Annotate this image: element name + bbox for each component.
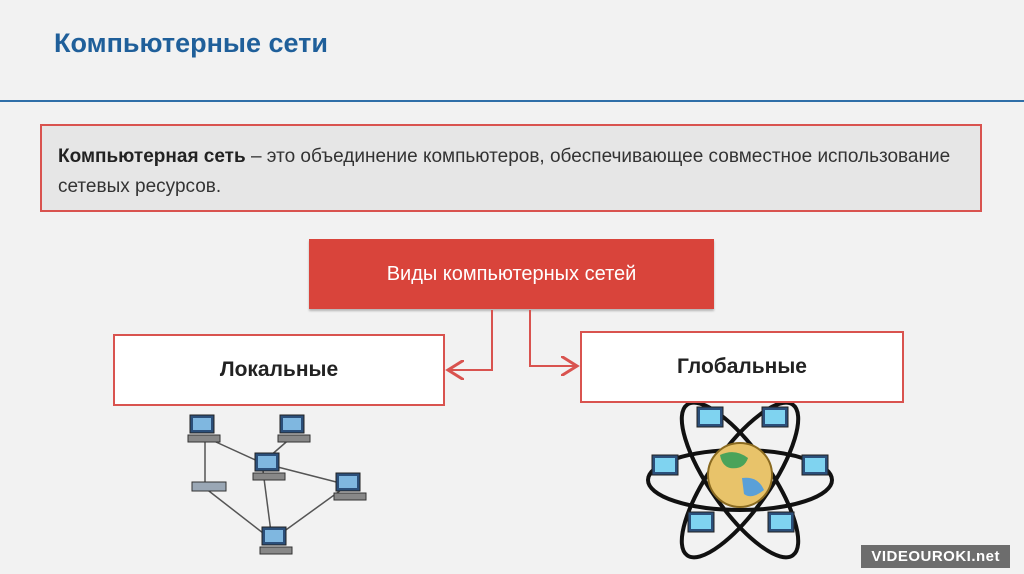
- computer-icon: [333, 472, 367, 501]
- global-networks-box: Глобальные: [580, 331, 904, 403]
- local-networks-label: Локальные: [219, 358, 339, 381]
- arrow-to-global: [529, 310, 577, 366]
- page-title: Компьютерные сети: [54, 28, 328, 58]
- computer-icon: [252, 452, 286, 481]
- computer-icon: [651, 454, 679, 476]
- computer-icon: [761, 406, 789, 428]
- videouroki-logo: VIDEOUROKI.net: [861, 545, 1010, 568]
- computer-icon: [187, 414, 221, 443]
- global-networks-label: Глобальные: [677, 355, 807, 378]
- local-networks-box: Локальные: [113, 334, 445, 406]
- computer-icon: [277, 414, 311, 443]
- hub-icon: [191, 481, 227, 492]
- definition-body: – это объединение компьютеров, обеспечив…: [58, 146, 951, 197]
- network-types-label: Виды компьютерных сетей: [386, 262, 637, 285]
- arrow-to-local: [448, 310, 493, 370]
- computer-icon: [696, 406, 724, 428]
- definition-term: Компьютерная сеть: [58, 146, 246, 167]
- header-bar: Компьютерные сети: [0, 0, 1024, 102]
- computer-icon: [259, 526, 293, 555]
- definition-box: Компьютерная сеть – это объединение комп…: [40, 124, 982, 212]
- globe-icon: [707, 442, 773, 508]
- definition-text: Компьютерная сеть – это объединение комп…: [58, 142, 958, 202]
- computer-icon: [801, 454, 829, 476]
- computer-icon-group-global: [651, 406, 829, 533]
- computer-icon: [687, 511, 715, 533]
- computer-icon-group-local: [187, 414, 367, 555]
- network-types-box: Виды компьютерных сетей: [309, 239, 714, 309]
- computer-icon: [767, 511, 795, 533]
